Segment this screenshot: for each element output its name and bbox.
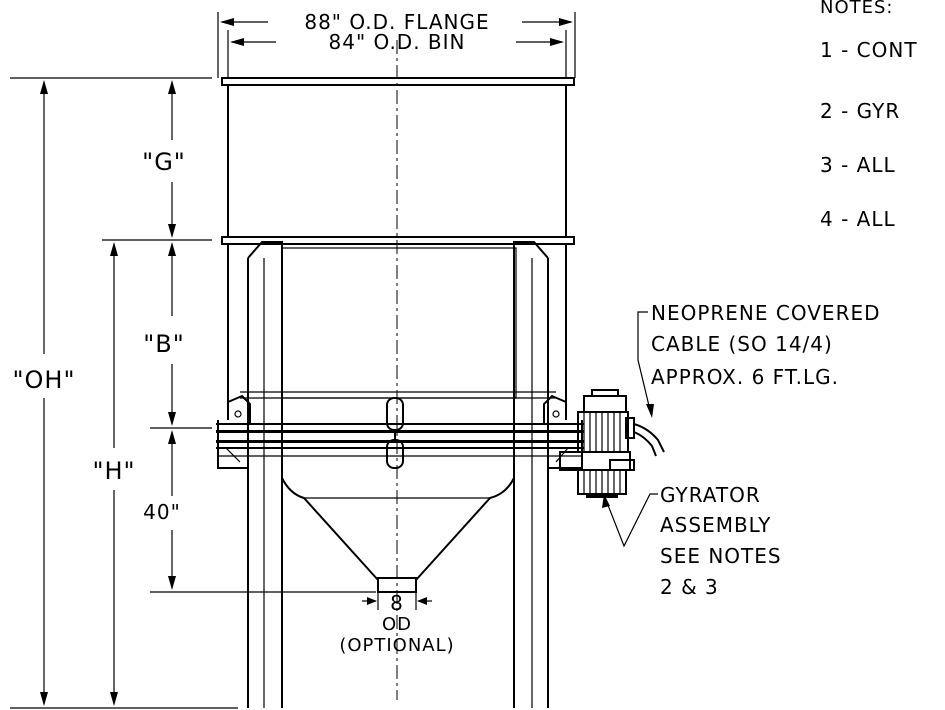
cable-callout: NEOPRENE COVERED CABLE (SO 14/4) APPROX.…	[637, 301, 881, 418]
outlet-optional-label: (OPTIONAL)	[339, 635, 454, 656]
gyrator-callout: GYRATOR ASSEMBLY SEE NOTES 2 & 3	[602, 483, 782, 599]
gyrator-line-2: ASSEMBLY	[660, 513, 771, 537]
outlet-dimension: 8 OD (OPTIONAL)	[339, 591, 454, 656]
outlet-od-label: OD	[382, 614, 412, 635]
gb-dimensions: "G" "B" 40"	[142, 80, 376, 593]
bin-label: 84" O.D. BIN	[329, 30, 466, 54]
bin-dimension: 84" O.D. BIN	[227, 30, 567, 78]
cable-line-1: NEOPRENE COVERED	[651, 301, 881, 325]
note-2: 2 - GYR	[820, 99, 900, 123]
gyrator-frame	[216, 394, 584, 469]
flange-dimension: 88" O.D. FLANGE	[217, 10, 576, 78]
gyrator-line-1: GYRATOR	[660, 483, 761, 507]
b-label: "B"	[143, 330, 185, 358]
note-3: 3 - ALL	[820, 153, 896, 177]
outlet-size-label: 8	[390, 591, 404, 615]
cable-line-3: APPROX. 6 FT.LG.	[651, 365, 839, 389]
center-hanger	[386, 397, 404, 469]
left-leg	[247, 241, 283, 708]
g-label: "G"	[142, 148, 186, 176]
oh-label: "OH"	[12, 366, 75, 394]
h-label: "H"	[92, 457, 135, 485]
gyrator-line-3: SEE NOTES	[660, 544, 782, 568]
flange-label: 88" O.D. FLANGE	[304, 10, 489, 34]
notes-title: NOTES:	[820, 0, 894, 18]
right-leg	[513, 241, 549, 708]
gyrator-motor	[559, 389, 665, 498]
oh-dimension: "OH"	[10, 77, 238, 709]
note-4: 4 - ALL	[820, 207, 896, 231]
cable-line-2: CABLE (SO 14/4)	[651, 332, 833, 356]
h-dimension: "H"	[92, 239, 212, 706]
notes-block: NOTES: 1 - CONT 2 - GYR 3 - ALL 4 - ALL	[820, 0, 918, 231]
bin-cylinder	[221, 77, 575, 245]
gyrator-line-4: 2 & 3	[660, 575, 719, 599]
forty-label: 40"	[143, 500, 181, 524]
cone-hopper	[281, 477, 515, 593]
note-1: 1 - CONT	[820, 38, 918, 62]
